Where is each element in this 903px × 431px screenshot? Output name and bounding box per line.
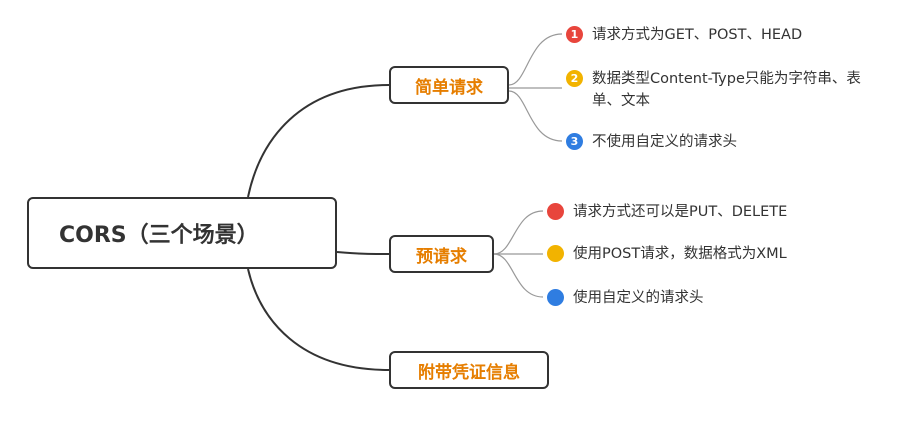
simple-request-item-2-text: 数据类型Content-Type只能为字符串、表单、文本 — [592, 71, 861, 109]
root-to-simple-request-line — [247, 84, 390, 198]
branch-credentials[interactable]: 附带凭证信息 — [389, 351, 549, 389]
simple-request-leaf-line-1 — [508, 33, 563, 86]
preflight-item-3-text: 使用自定义的请求头 — [573, 290, 704, 306]
number-1-badge-icon: 1 — [566, 26, 583, 43]
simple-request-item-1-text: 请求方式为GET、POST、HEAD — [592, 27, 803, 43]
number-3-badge-icon: 3 — [566, 133, 583, 150]
branch-simple-request-label: 简单请求 — [415, 77, 483, 98]
simple-request-leaf-line-3 — [508, 90, 563, 142]
yellow-dot-icon — [547, 245, 564, 262]
branch-credentials-label: 附带凭证信息 — [418, 362, 520, 383]
root-node[interactable]: CORS（三个场景） — [27, 197, 337, 269]
simple-request-item-1[interactable]: 1 请求方式为GET、POST、HEAD — [566, 24, 802, 46]
simple-request-item-3-text: 不使用自定义的请求头 — [592, 134, 737, 150]
number-2-badge-icon: 2 — [566, 70, 583, 87]
preflight-leaf-line-3 — [493, 253, 544, 298]
preflight-item-1[interactable]: 请求方式还可以是PUT、DELETE — [547, 201, 787, 223]
root-to-preflight-request-line — [336, 251, 390, 255]
branch-simple-request[interactable]: 简单请求 — [389, 66, 509, 104]
preflight-item-2-text: 使用POST请求，数据格式为XML — [573, 246, 787, 262]
preflight-item-1-text: 请求方式还可以是PUT、DELETE — [573, 204, 788, 220]
branch-preflight-request[interactable]: 预请求 — [389, 235, 494, 273]
preflight-item-3[interactable]: 使用自定义的请求头 — [547, 287, 704, 309]
simple-request-item-2[interactable]: 2 数据类型Content-Type只能为字符串、表单、文本 — [566, 68, 866, 112]
preflight-leaf-line-1 — [493, 210, 544, 255]
branch-preflight-request-label: 预请求 — [416, 246, 467, 267]
root-node-label: CORS（三个场景） — [59, 223, 259, 248]
preflight-item-2[interactable]: 使用POST请求，数据格式为XML — [547, 243, 787, 265]
root-to-credentials-line — [247, 268, 390, 371]
blue-dot-icon — [547, 289, 564, 306]
simple-request-item-3[interactable]: 3 不使用自定义的请求头 — [566, 131, 737, 153]
red-dot-icon — [547, 203, 564, 220]
